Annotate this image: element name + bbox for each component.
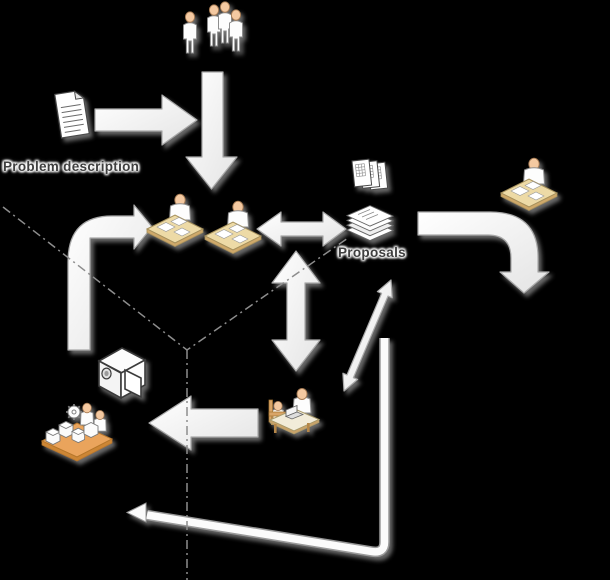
arrow-vertical-two-way	[271, 250, 321, 372]
lens-icon	[101, 367, 112, 380]
meeting-desk-icon	[268, 388, 321, 435]
arrow-proposals-right-down	[417, 211, 550, 294]
people-group-icon	[183, 1, 243, 54]
projector-icon	[97, 347, 147, 400]
interviewer-icon	[292, 388, 312, 414]
forms-stack-icon	[351, 158, 389, 191]
problem-document-icon	[54, 90, 90, 139]
arrow-diagonal-two-way	[342, 279, 393, 392]
worker-icon	[93, 410, 107, 432]
gear-icon	[66, 404, 82, 420]
laptop-icon	[284, 404, 305, 420]
problem-description-label: Problem description	[3, 159, 140, 174]
arrow-document-right	[94, 94, 198, 146]
desk-worker-2-icon	[204, 200, 262, 254]
arrow-bent-into-desks	[67, 204, 153, 351]
paper-stack-icon	[345, 205, 395, 241]
arrow-feedback-loop	[125, 338, 390, 558]
proposals-label: Proposals	[338, 245, 406, 260]
arrow-group-down	[185, 71, 238, 190]
arrow-desk-proposals-two-way	[256, 211, 347, 247]
arrow-meeting-to-production	[148, 395, 259, 451]
worker-icon	[80, 402, 94, 426]
desk-reviewer-icon	[500, 157, 558, 211]
production-line-icon	[40, 402, 114, 462]
desk-worker-icon	[146, 193, 204, 247]
door-icon	[124, 368, 142, 399]
